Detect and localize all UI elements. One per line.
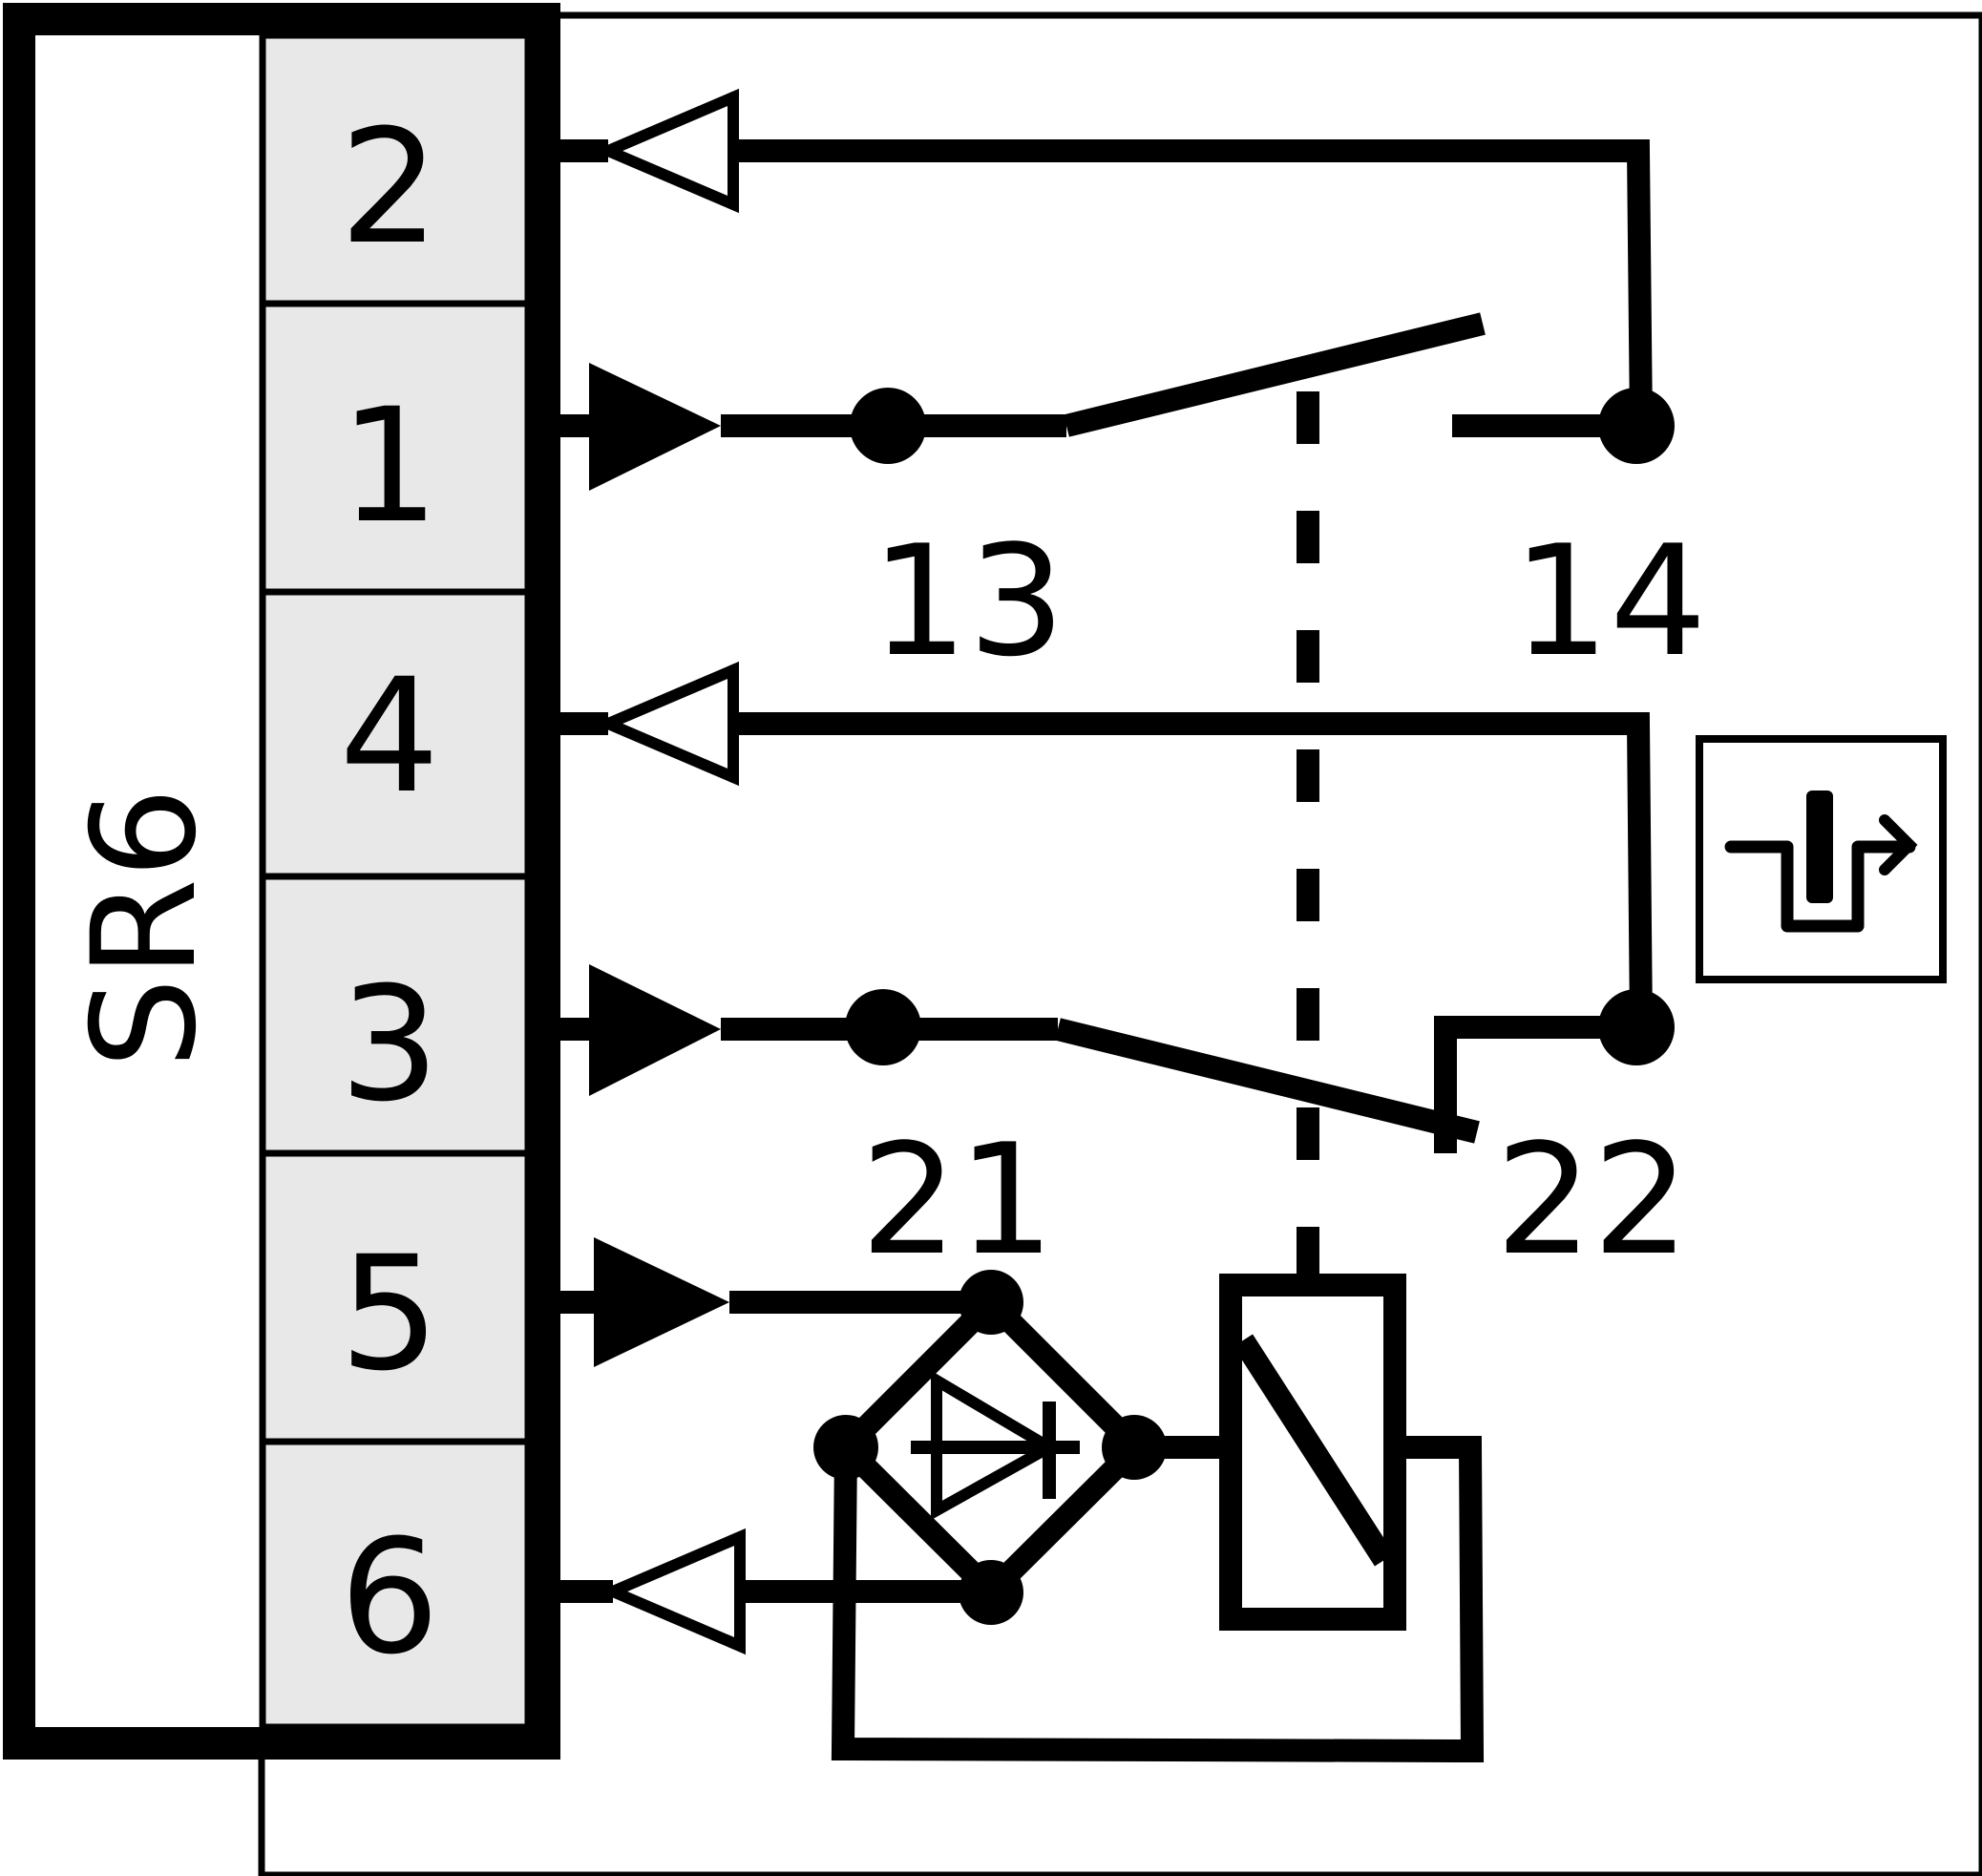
junction-dot <box>959 1270 1023 1335</box>
pulse-icon <box>1724 840 1916 933</box>
filled-arrow-icon <box>589 363 721 491</box>
filled-arrow-icon <box>594 1237 729 1367</box>
arrow-head-icon <box>1879 814 1918 875</box>
junction-dot <box>1102 1415 1167 1480</box>
terminal-label-1: 1 <box>340 374 440 558</box>
open-arrow-icon <box>598 1528 746 1655</box>
junction-dot <box>845 989 921 1065</box>
filled-arrow-icon <box>589 964 721 1096</box>
contact-label-21: 21 <box>860 1110 1055 1289</box>
junction-dot <box>850 388 926 464</box>
terminal-label-4: 4 <box>340 644 440 828</box>
terminal-label-3: 3 <box>340 953 440 1136</box>
terminal-strip <box>259 32 532 1731</box>
contact-label-14: 14 <box>1512 512 1707 690</box>
contact-label-22: 22 <box>1495 1110 1690 1289</box>
junction-dot <box>1598 989 1675 1065</box>
open-arrow-icon <box>593 661 739 787</box>
function-symbol <box>1696 735 1947 983</box>
terminal-label-6: 6 <box>340 1506 440 1689</box>
connection-dots <box>813 388 1675 1625</box>
device-label: SR6 <box>62 788 228 1069</box>
open-arrow-icon <box>593 88 739 214</box>
junction-dot <box>959 1560 1023 1625</box>
contact-label-13: 13 <box>871 512 1065 690</box>
terminal-label-2: 2 <box>340 95 440 279</box>
circuit <box>559 88 1653 1763</box>
terminal-label-5: 5 <box>340 1222 440 1405</box>
junction-dot <box>1598 388 1675 464</box>
junction-dot <box>813 1415 878 1480</box>
bar-icon <box>1806 790 1833 903</box>
